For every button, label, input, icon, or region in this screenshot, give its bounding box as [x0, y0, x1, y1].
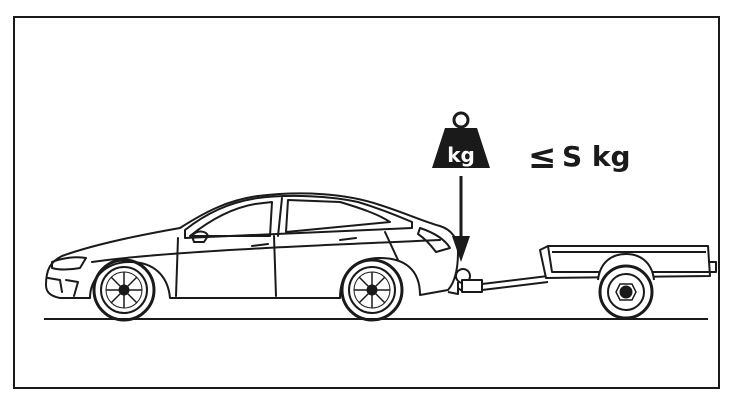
- weight-icon: kg: [432, 111, 490, 168]
- weight-icon-label: kg: [447, 143, 475, 167]
- down-arrow: [452, 176, 470, 262]
- illustration-frame: [13, 16, 720, 389]
- rear-wheel: [340, 258, 404, 322]
- max-load-text: S kg: [562, 140, 631, 173]
- front-wheel: [92, 258, 156, 322]
- trailer-wheel: [598, 264, 654, 320]
- tow-hitch: [447, 268, 549, 295]
- less-than-or-equal-symbol: ≤: [528, 137, 557, 177]
